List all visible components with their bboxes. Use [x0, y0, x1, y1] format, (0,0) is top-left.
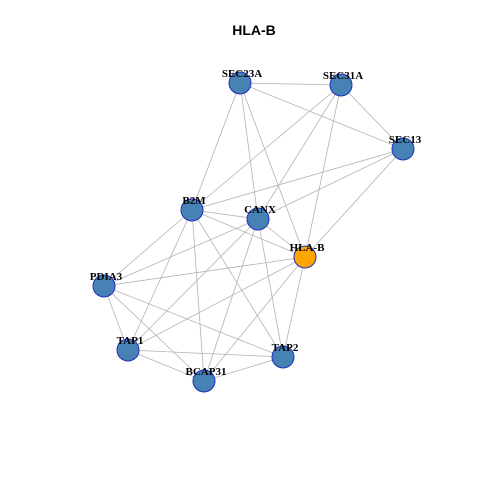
node-layer — [92, 71, 415, 393]
edge-tap1-tap2 — [127, 349, 284, 358]
edge-sec23a-sec31a — [239, 82, 342, 86]
edge-canx-pdia3 — [103, 218, 259, 287]
edge-pdia3-tap2 — [103, 285, 284, 358]
node-label-bcap31: BCAP31 — [186, 366, 227, 378]
edge-b2m-tap2 — [191, 209, 284, 358]
edge-hla-b-bcap31 — [203, 256, 306, 382]
edge-tap2-bcap31 — [203, 356, 284, 382]
node-label-tap2: TAP2 — [272, 342, 299, 354]
edge-layer — [103, 82, 404, 382]
edge-sec13-b2m — [191, 148, 404, 211]
node-label-sec13: SEC13 — [389, 134, 422, 146]
node-label-hla-b: HLA-B — [290, 242, 326, 254]
node-tap2 — [271, 345, 295, 369]
edge-b2m-bcap31 — [191, 209, 205, 382]
node-sec23a — [228, 71, 252, 95]
edge-canx-bcap31 — [203, 218, 259, 382]
edge-sec23a-canx — [239, 82, 259, 220]
node-pdia3 — [92, 274, 116, 298]
edge-sec13-canx — [257, 148, 404, 220]
edge-sec31a-canx — [257, 84, 342, 220]
edge-hla-b-pdia3 — [103, 256, 306, 287]
edge-sec31a-sec13 — [340, 84, 404, 150]
edge-b2m-tap1 — [127, 209, 193, 351]
node-label-tap1: TAP1 — [117, 335, 144, 347]
edge-b2m-hla-b — [191, 209, 306, 258]
edge-sec31a-hla-b — [304, 84, 342, 258]
node-sec31a — [329, 73, 353, 97]
edge-canx-tap1 — [127, 218, 259, 351]
diagram-title: HLA-B — [232, 22, 276, 38]
edge-sec13-hla-b — [304, 148, 404, 258]
node-canx — [246, 207, 270, 231]
edge-sec23a-b2m — [191, 82, 241, 211]
node-label-sec31a: SEC31A — [323, 70, 363, 82]
node-label-pdia3: PDIA3 — [90, 271, 123, 283]
edge-b2m-pdia3 — [103, 209, 193, 287]
node-label-b2m: B2M — [182, 195, 206, 207]
node-label-canx: CANX — [244, 204, 276, 216]
node-hla-b — [293, 245, 317, 269]
node-label-sec23a: SEC23A — [222, 68, 262, 80]
edge-hla-b-tap2 — [282, 256, 306, 358]
edge-tap1-bcap31 — [127, 349, 205, 382]
node-sec13 — [391, 137, 415, 161]
edge-sec31a-b2m — [191, 84, 342, 211]
node-b2m — [180, 198, 204, 222]
edge-sec23a-hla-b — [239, 82, 306, 258]
edge-hla-b-tap1 — [127, 256, 306, 351]
node-tap1 — [116, 338, 140, 362]
edge-pdia3-bcap31 — [103, 285, 205, 382]
edge-canx-tap2 — [257, 218, 284, 358]
node-bcap31 — [192, 369, 216, 393]
